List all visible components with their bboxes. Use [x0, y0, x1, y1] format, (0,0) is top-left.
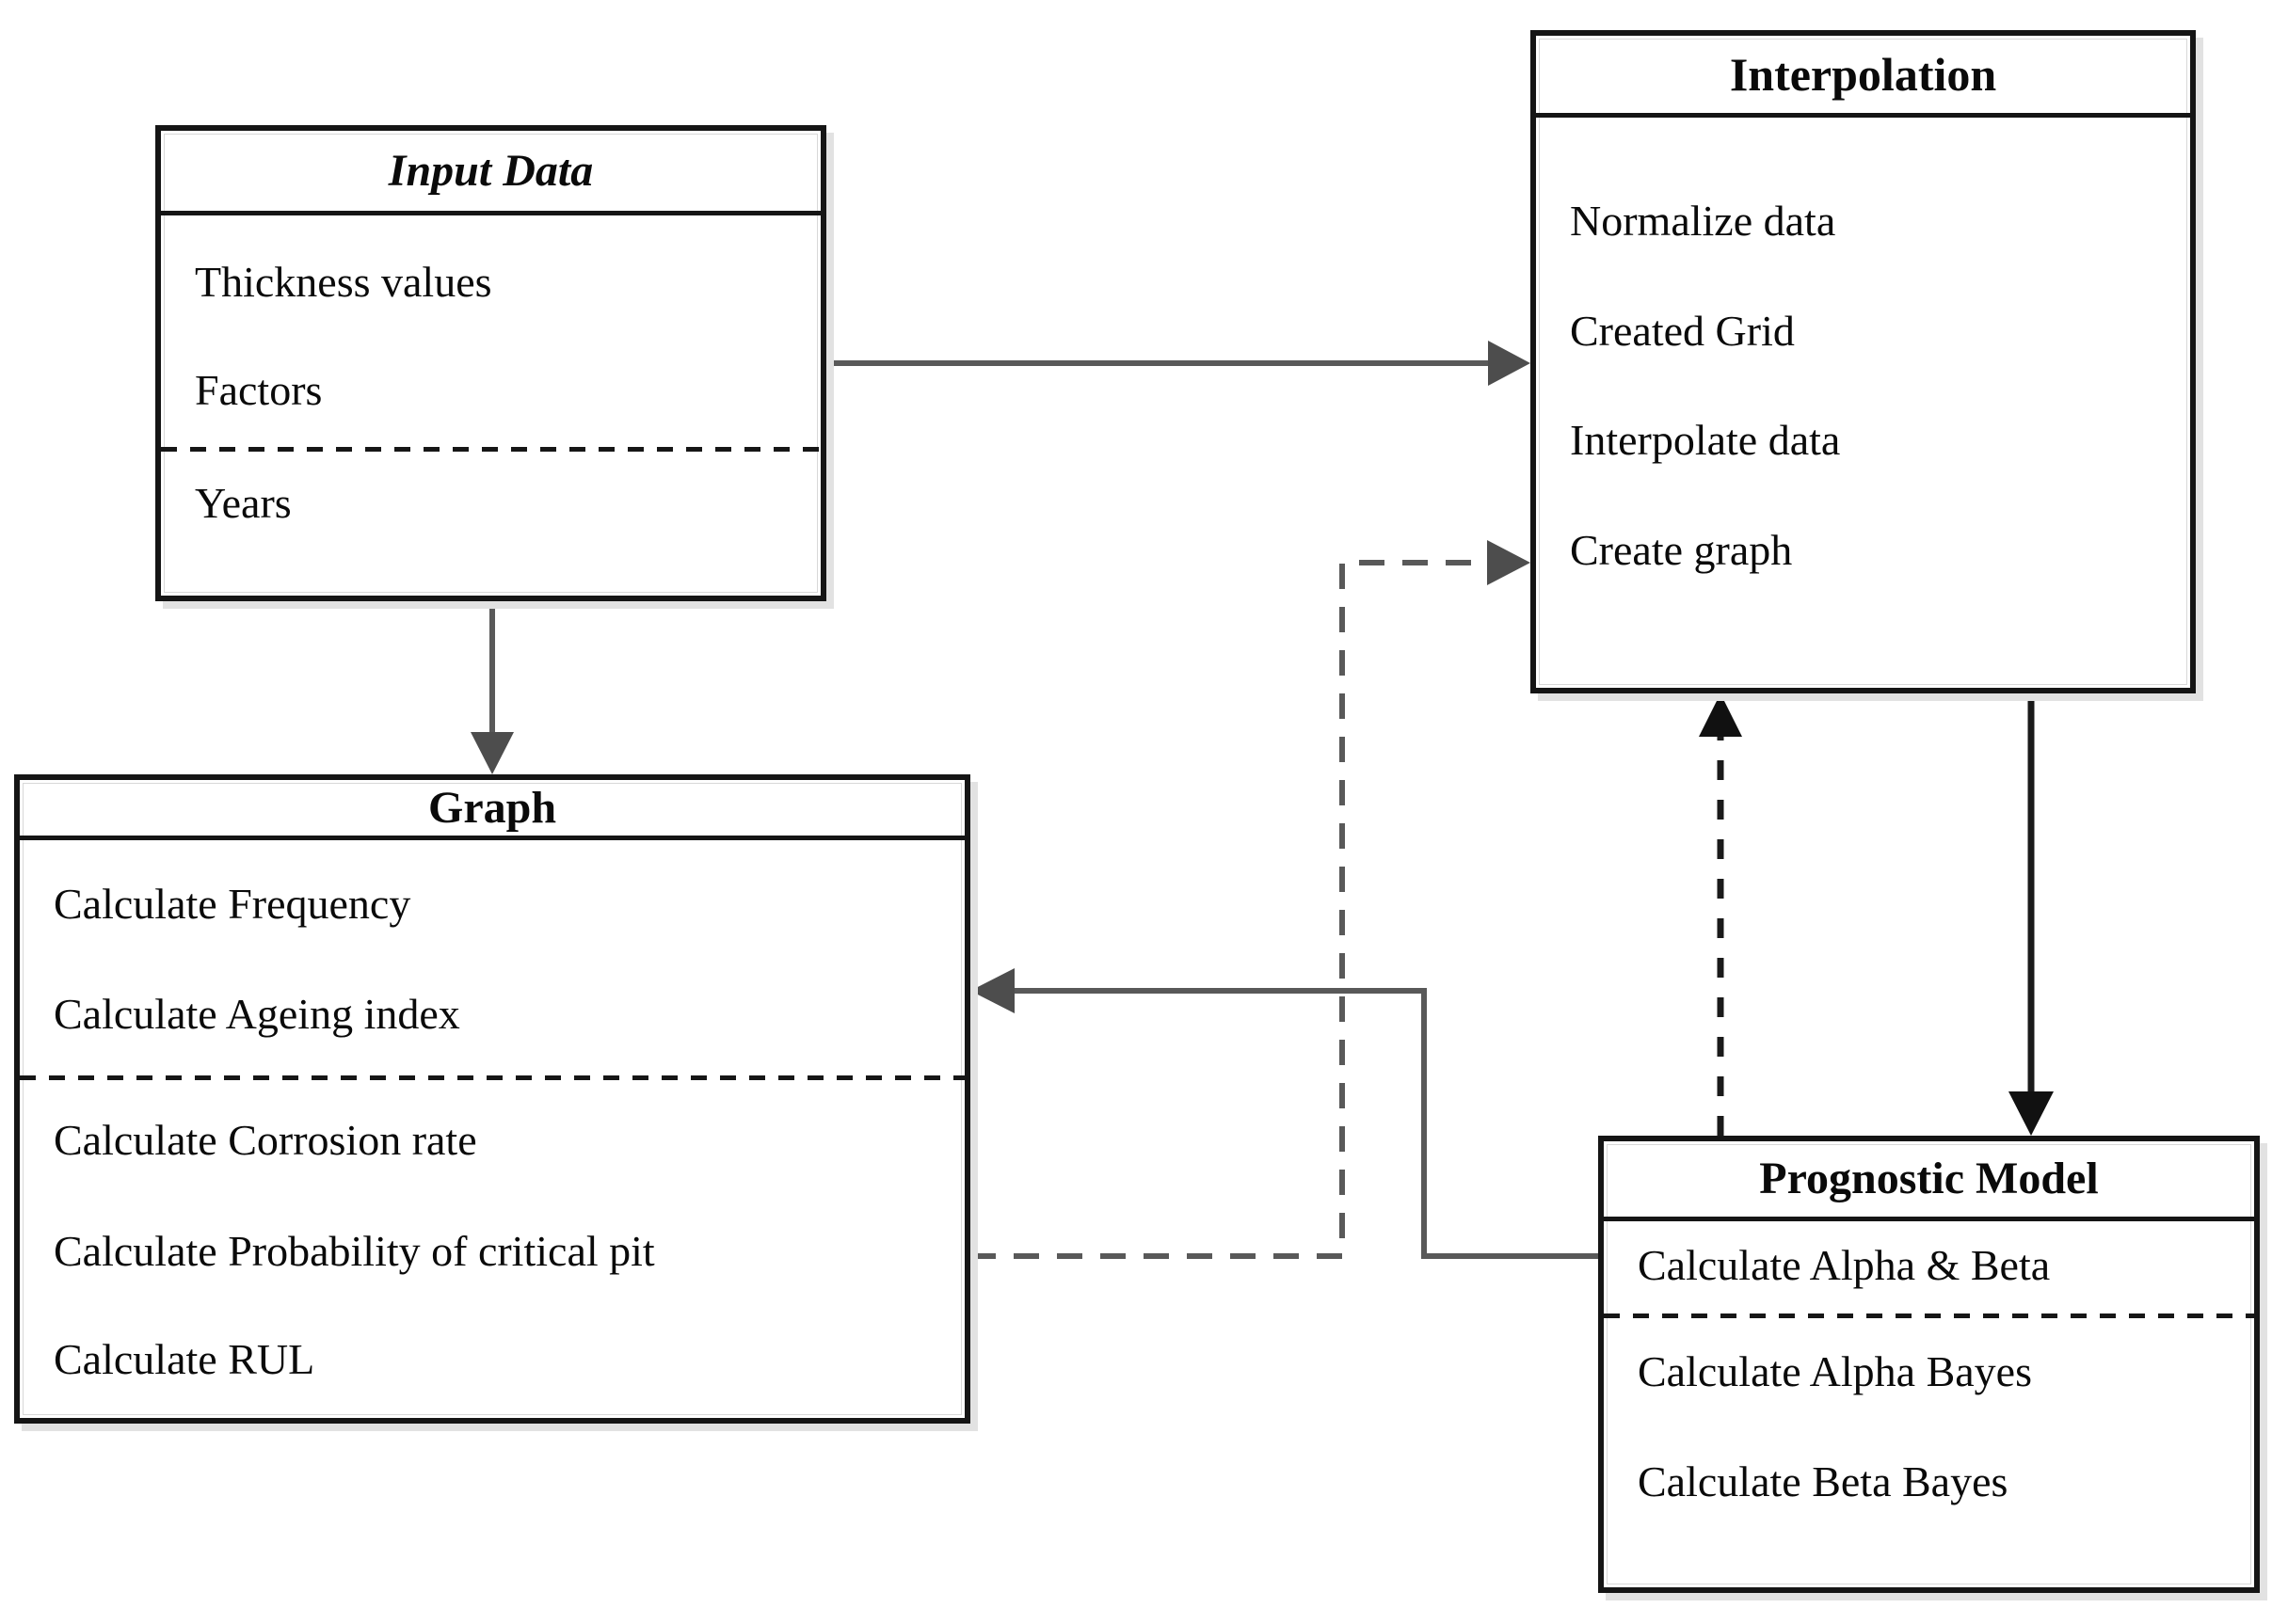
box-inner-outline	[1539, 39, 2187, 685]
arrow-input-to-graph	[471, 601, 514, 774]
node-item: Calculate RUL	[54, 1335, 315, 1383]
node-title: Prognostic Model	[1604, 1141, 2254, 1221]
node-item: Calculate Probability of critical pit	[54, 1227, 655, 1275]
dashed-divider	[20, 1075, 965, 1080]
node-item: Thickness values	[195, 258, 492, 306]
node-item: Create graph	[1570, 526, 1793, 574]
node-item: Calculate Alpha Bayes	[1638, 1347, 2032, 1395]
dashed-divider	[1604, 1314, 2254, 1318]
dashed-divider	[161, 447, 821, 452]
node-item: Calculate Corrosion rate	[54, 1116, 477, 1164]
node-item: Factors	[195, 366, 323, 414]
node-item: Normalize data	[1570, 197, 1836, 245]
node-prognostic-model: Prognostic Model Calculate Alpha & Beta …	[1598, 1136, 2260, 1593]
node-input-data: Input Data Thickness values Factors Year…	[155, 125, 826, 601]
node-interpolation: Interpolation Normalize data Created Gri…	[1530, 30, 2196, 693]
node-title: Input Data	[161, 131, 821, 215]
node-item: Calculate Beta Bayes	[1638, 1457, 2008, 1505]
box-inner-outline	[23, 783, 962, 1415]
node-title: Interpolation	[1536, 36, 2190, 118]
node-graph: Graph Calculate Frequency Calculate Agei…	[14, 774, 970, 1424]
node-title: Graph	[20, 780, 965, 840]
arrow-graph-to-interpolation	[970, 540, 1530, 1259]
arrow-input-to-interpolation	[826, 341, 1530, 386]
arrow-interpolation-to-prognostic	[2008, 693, 2054, 1136]
arrow-prognostic-to-graph	[970, 968, 1598, 1259]
node-item: Calculate Alpha & Beta	[1638, 1241, 2051, 1289]
node-item: Created Grid	[1570, 307, 1795, 355]
arrow-prognostic-to-interpolation	[1699, 693, 1742, 1136]
node-item: Calculate Ageing index	[54, 990, 460, 1038]
node-item: Calculate Frequency	[54, 880, 411, 928]
node-item: Interpolate data	[1570, 416, 1841, 464]
node-item: Years	[195, 479, 292, 527]
